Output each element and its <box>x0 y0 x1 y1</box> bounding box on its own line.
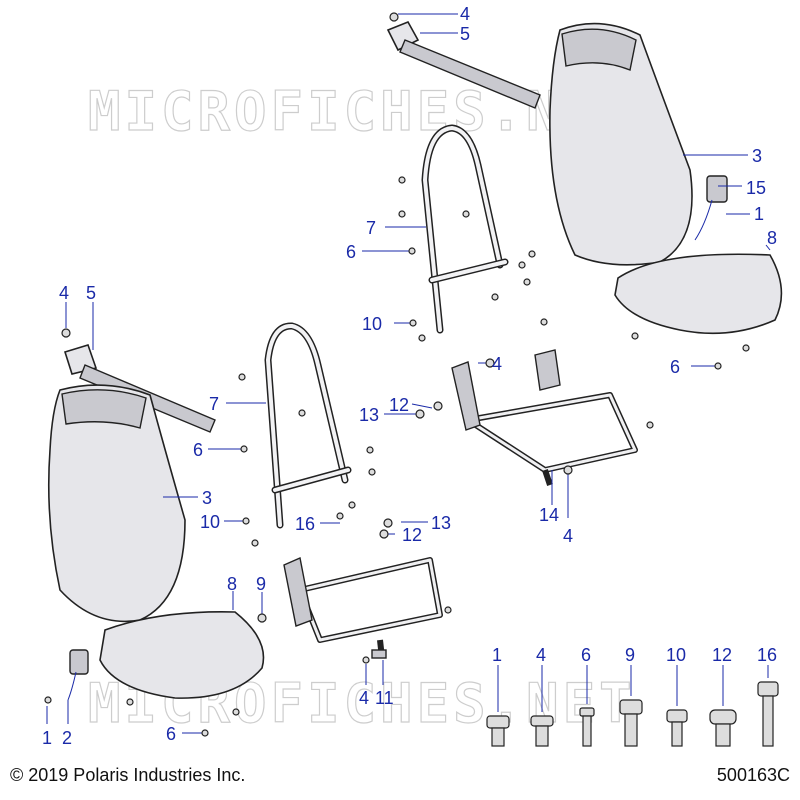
callout-8: 8 <box>767 228 777 248</box>
callout-12: 12 <box>389 395 409 415</box>
leader-lines <box>46 13 771 734</box>
callout-6: 6 <box>166 724 176 744</box>
callout-10: 10 <box>362 314 382 334</box>
bolt-12 <box>709 709 737 747</box>
small-fasteners <box>44 176 750 737</box>
hardware-legend-labels: 1 4 6 9 10 12 16 <box>492 645 777 665</box>
copyright-notice: © 2019 Polaris Industries Inc. <box>10 765 246 785</box>
legend-label-4: 4 <box>536 645 546 665</box>
seat-frame-left <box>264 322 352 529</box>
legend-label-12: 12 <box>712 645 732 665</box>
callout-10: 10 <box>200 512 220 532</box>
callout-9: 9 <box>256 574 266 594</box>
callout-14: 14 <box>539 505 559 525</box>
seat-back-left <box>47 384 186 623</box>
seat-back-right <box>549 22 693 266</box>
callout-8: 8 <box>227 574 237 594</box>
bolt-4 <box>530 715 554 747</box>
seat-bottom-left <box>99 611 265 699</box>
callout-5: 5 <box>460 24 470 44</box>
legend-label-1: 1 <box>492 645 502 665</box>
callout-3: 3 <box>202 488 212 508</box>
bolt-9 <box>619 699 643 747</box>
legend-label-6: 6 <box>581 645 591 665</box>
buckle-right <box>694 175 728 241</box>
drawing-number: 500163C <box>716 765 790 785</box>
callout-11: 11 <box>375 688 394 708</box>
bolt-6 <box>579 707 595 747</box>
callout-4: 4 <box>492 354 502 374</box>
callout-13: 13 <box>431 513 451 533</box>
buckle-left <box>67 649 89 701</box>
seat-frame-right <box>421 124 509 334</box>
callout-4: 4 <box>359 688 369 708</box>
callout-2: 2 <box>62 728 72 748</box>
callout-13: 13 <box>359 405 379 425</box>
bolt-1 <box>486 715 510 747</box>
callout-6: 6 <box>193 440 203 460</box>
callout-1: 1 <box>42 728 52 748</box>
watermark-top: MICROFICHES.NET <box>88 80 636 143</box>
legend-label-16: 16 <box>757 645 777 665</box>
callout-6: 6 <box>670 357 680 377</box>
callout-4: 4 <box>563 526 573 546</box>
bolt-10 <box>666 709 688 747</box>
bolt-16 <box>757 681 779 747</box>
callout-6: 6 <box>346 242 356 262</box>
callout-1: 1 <box>754 204 764 224</box>
callout-3: 3 <box>752 146 762 166</box>
callout-16: 16 <box>295 514 315 534</box>
legend-label-10: 10 <box>666 645 686 665</box>
callout-4: 4 <box>460 4 470 24</box>
callout-labels: 4 5 3 15 1 8 7 6 6 10 4 12 13 14 4 4 5 7… <box>42 4 777 748</box>
seat-belt-right <box>386 12 541 109</box>
callout-15: 15 <box>746 178 766 198</box>
hardware-legend <box>486 665 779 747</box>
callout-7: 7 <box>209 394 219 414</box>
seat-base-left <box>283 557 443 659</box>
seat-bottom-right <box>614 253 783 335</box>
callout-7: 7 <box>366 218 376 238</box>
legend-label-9: 9 <box>625 645 635 665</box>
callout-4: 4 <box>59 283 69 303</box>
callout-12: 12 <box>402 525 422 545</box>
seat-base-right <box>451 349 638 486</box>
callout-5: 5 <box>86 283 96 303</box>
